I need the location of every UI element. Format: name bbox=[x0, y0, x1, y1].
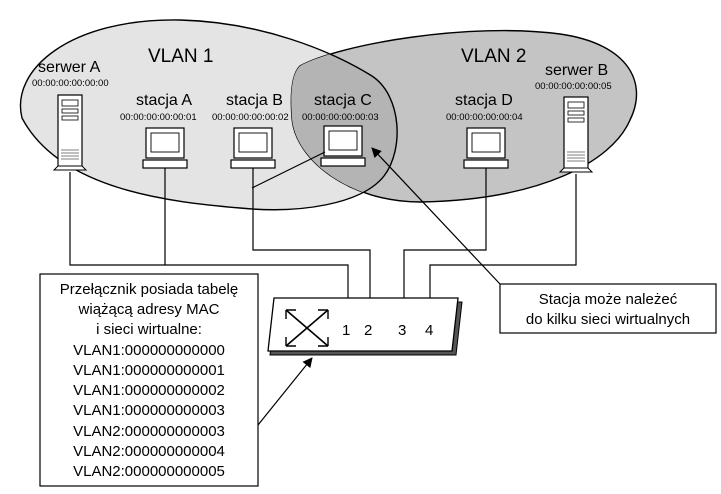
station-b-name: stacja B bbox=[226, 92, 283, 109]
mac-table-line: Przełącznik posiada tabelę bbox=[60, 281, 238, 298]
station-note-line: Stacja może należeć bbox=[539, 291, 678, 308]
mac-table-box bbox=[39, 273, 259, 487]
mac-table-line: i sieci wirtualne: bbox=[96, 321, 202, 338]
server-b-name: serwer B bbox=[545, 62, 608, 79]
mac-table-text: Przełącznik posiada tabelę wiążącą adres… bbox=[60, 281, 238, 480]
switch-cross-icon bbox=[285, 309, 329, 347]
station-b-icon bbox=[230, 127, 276, 169]
switch-port-3: 3 bbox=[398, 322, 406, 339]
server-a-icon bbox=[52, 94, 88, 171]
station-c-mac: 00:00:00:00:00:03 bbox=[302, 112, 379, 123]
station-d-name: stacja D bbox=[455, 92, 513, 109]
mac-table-line: wiążącą adresy MAC bbox=[78, 301, 220, 318]
mac-table-line: VLAN1:000000000000 bbox=[73, 342, 225, 359]
cable-station-d bbox=[403, 168, 487, 302]
station-d-mac: 00:00:00:00:00:04 bbox=[446, 112, 523, 123]
switch-port-2: 2 bbox=[364, 322, 372, 339]
server-a-mac: 00:00:00:00:00:00 bbox=[32, 78, 109, 89]
station-b-mac: 00:00:00:00:00:02 bbox=[212, 112, 289, 123]
mac-table-line: VLAN2:000000000004 bbox=[73, 443, 225, 460]
switch-port-1: 1 bbox=[342, 322, 350, 339]
mac-table-arrow bbox=[257, 357, 313, 426]
cable-server-b bbox=[429, 174, 577, 302]
cable-station-b bbox=[252, 168, 371, 302]
station-note-arrow bbox=[371, 147, 501, 285]
station-note-line: do kilku sieci wirtualnych bbox=[526, 311, 690, 328]
mac-table-line: VLAN2:000000000005 bbox=[73, 463, 225, 480]
mac-table-line: VLAN1:000000000001 bbox=[73, 362, 225, 379]
station-c-icon bbox=[320, 125, 366, 167]
mac-table-line: VLAN1:000000000003 bbox=[73, 402, 225, 419]
mac-table-line: VLAN2:000000000003 bbox=[73, 423, 225, 440]
mac-table-line: VLAN1:000000000002 bbox=[73, 382, 225, 399]
switch bbox=[267, 297, 463, 356]
server-b-mac: 00:00:00:00:00:05 bbox=[535, 81, 612, 92]
station-a-name: stacja A bbox=[136, 92, 192, 109]
vlan2-label: VLAN 2 bbox=[461, 46, 526, 67]
station-c-name: stacja C bbox=[314, 92, 372, 109]
cable-station-c bbox=[251, 151, 326, 189]
server-b-icon bbox=[558, 96, 594, 173]
server-a-name: serwer A bbox=[38, 59, 101, 76]
vlan1-label: VLAN 1 bbox=[148, 46, 213, 67]
cable-server-a bbox=[69, 172, 349, 302]
switch-port-4: 4 bbox=[425, 322, 433, 339]
station-d-icon bbox=[463, 127, 509, 169]
station-note-box bbox=[499, 283, 717, 334]
station-a-mac: 00:00:00:00:00:01 bbox=[120, 112, 197, 123]
station-a-icon bbox=[142, 127, 188, 169]
